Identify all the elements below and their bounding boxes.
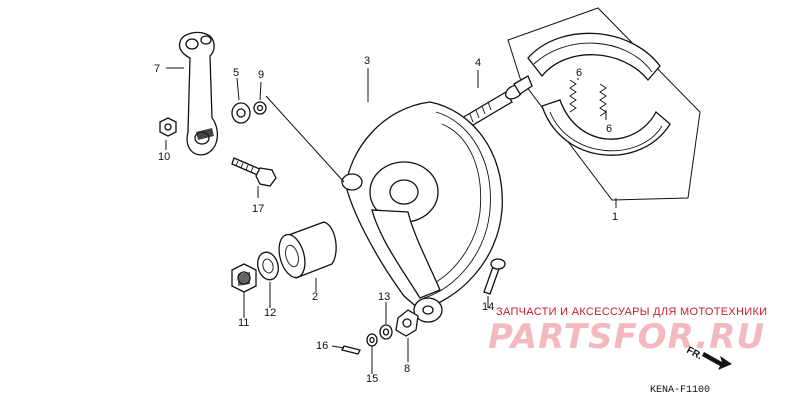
callout-14: 14	[482, 301, 494, 313]
brake-cam	[461, 75, 533, 129]
watermark-brand: PARTSFOR.RU	[488, 317, 765, 357]
collar-2	[278, 221, 337, 279]
callout-2: 2	[312, 291, 318, 303]
callout-6-lower: 6	[606, 123, 612, 135]
callout-labels: 1 2 3 4 5 6 6 7 8 9 10 11 12 13 14 15 16…	[154, 55, 618, 385]
brake-arm	[178, 31, 218, 156]
wear-indicator-plate	[231, 102, 251, 124]
callout-17: 17	[252, 203, 264, 215]
washer-13	[379, 324, 393, 340]
nut-8	[395, 309, 419, 337]
callout-1: 1	[612, 211, 618, 223]
callout-3: 3	[364, 55, 370, 67]
callout-6-upper: 6	[576, 67, 582, 79]
callout-15: 15	[366, 373, 378, 385]
brake-shoe-spring-left	[569, 79, 577, 113]
bolt-17	[231, 157, 277, 187]
callout-11: 11	[238, 317, 249, 329]
callout-5: 5	[233, 67, 239, 79]
callout-10: 10	[158, 151, 170, 163]
washer-15	[366, 333, 378, 347]
dust-seal-12	[257, 251, 279, 281]
front-arrow-icon	[702, 352, 732, 370]
brake-shoe-spring-right	[599, 83, 607, 117]
callout-13: 13	[378, 291, 390, 303]
callout-12: 12	[264, 307, 276, 319]
bolt-14	[483, 258, 506, 295]
washer-9	[253, 101, 267, 115]
leader-lines	[165, 67, 617, 374]
cotter-pin-16	[341, 345, 361, 355]
brake-shoe-assembly	[507, 7, 701, 201]
watermark-tagline: ЗАПЧАСТИ И АКСЕССУАРЫ ДЛЯ МОТОТЕХНИКИ	[496, 306, 767, 318]
brake-shoe-bounding-box	[507, 7, 701, 201]
figure-code: KENA-F1100	[650, 385, 710, 396]
axle-nut-11	[231, 263, 257, 293]
lower-brake-shoe	[541, 99, 671, 156]
callout-7: 7	[154, 63, 160, 75]
callout-16: 16	[316, 340, 328, 352]
callout-4: 4	[475, 57, 481, 69]
callout-8: 8	[404, 363, 410, 375]
nut-10	[159, 117, 177, 137]
brake-panel	[341, 101, 503, 323]
upper-brake-shoe	[527, 32, 661, 82]
callout-9: 9	[258, 69, 264, 81]
